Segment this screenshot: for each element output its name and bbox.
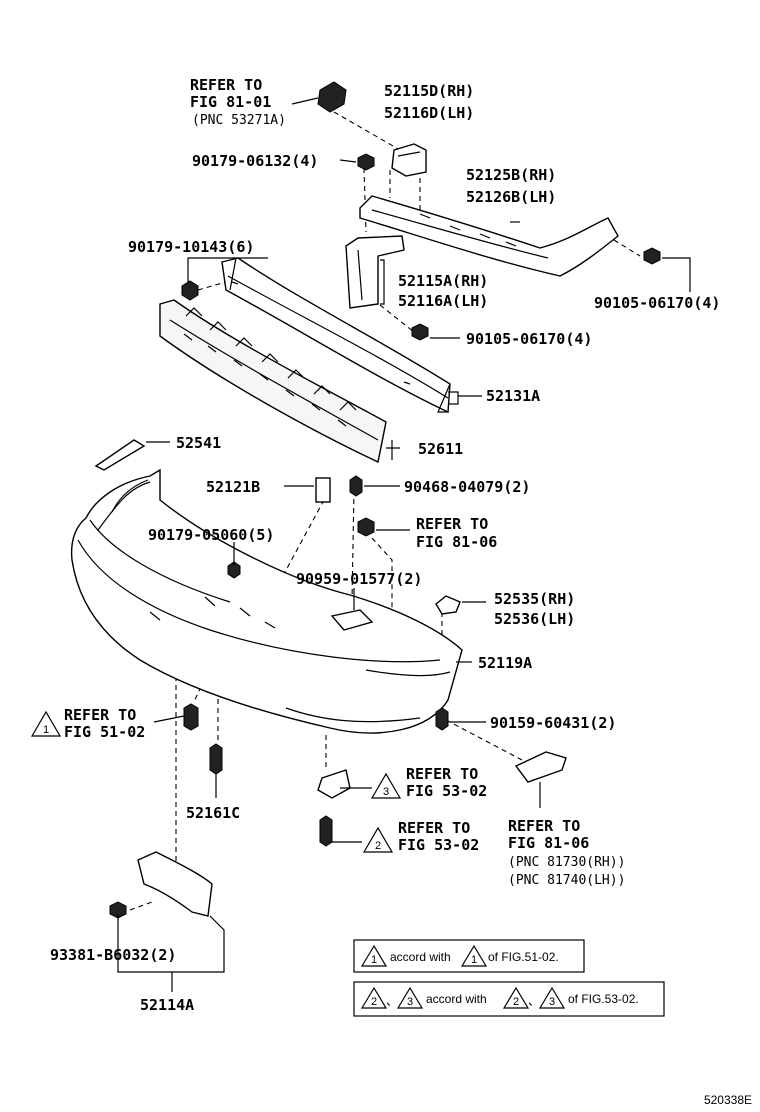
bumper-cover-52119A: [70, 468, 463, 734]
warning-triangles: 1 3 2: [30, 710, 402, 853]
label-52541: 52541: [176, 434, 221, 452]
label-52125B: 52125B(RH): [466, 166, 556, 184]
label-90468-04079: 90468-04079(2): [404, 478, 530, 496]
svg-text:1: 1: [471, 954, 477, 966]
label-90159-60431: 90159-60431(2): [490, 714, 616, 732]
label-90179-05060: 90179-05060(5): [148, 526, 274, 544]
refer-fig-81-06-lower-line2: FIG 81-06: [508, 834, 589, 852]
label-52536: 52536(LH): [494, 610, 575, 628]
bracket-bottom: [317, 769, 351, 799]
label-52115D: 52115D(RH): [384, 82, 474, 100]
svg-text:3: 3: [549, 996, 555, 1008]
svg-text:1: 1: [371, 954, 377, 966]
pnc-81730: (PNC 81730(RH)): [508, 855, 625, 870]
label-52611: 52611: [418, 440, 463, 458]
svg-text:、: 、: [386, 994, 398, 1008]
label-93381-B6032: 93381-B6032(2): [50, 946, 176, 964]
refer-fig-53-02-b-line2: FIG 53-02: [398, 836, 479, 854]
note-box-2: 2 、 3 accord with 2 、 3 of FIG.53-02.: [353, 981, 665, 1017]
part-labels: REFER TO FIG 81-01 (PNC 53271A) 52115D(R…: [50, 76, 720, 1014]
refer-fig-81-06-upper-line2: FIG 81-06: [416, 533, 497, 551]
triangle-3-icon: 3: [370, 772, 402, 799]
label-90179-10143: 90179-10143(6): [128, 238, 254, 256]
refer-fig-51-02-line2: FIG 51-02: [64, 723, 145, 741]
svg-text:2: 2: [513, 996, 519, 1008]
label-52116D: 52116D(LH): [384, 104, 474, 122]
refer-fig-81-01-line3: (PNC 53271A): [192, 113, 286, 128]
triangle-2-icon: 2: [362, 826, 394, 853]
svg-text:3: 3: [407, 996, 413, 1008]
svg-text:3: 3: [383, 786, 389, 798]
clip-52541: [94, 439, 146, 471]
svg-text:1: 1: [43, 724, 49, 736]
label-52126B: 52126B(LH): [466, 188, 556, 206]
triangle-1-icon: 1: [30, 710, 62, 737]
label-90959-01577: 90959-01577(2): [296, 570, 422, 588]
label-90179-06132: 90179-06132(4): [192, 152, 318, 170]
diagram-code: 520338E: [704, 1093, 752, 1107]
refer-fig-53-02-a-line1: REFER TO: [406, 765, 478, 783]
svg-text:2: 2: [375, 840, 381, 852]
clip-53271A: [317, 81, 347, 113]
refer-fig-51-02-line1: REFER TO: [64, 706, 136, 724]
refer-fig-81-06-upper-line1: REFER TO: [416, 515, 488, 533]
note1-text1: accord with: [390, 950, 451, 964]
retainer-52115A: [345, 235, 405, 309]
refer-fig-81-01-line1: REFER TO: [190, 76, 262, 94]
refer-fig-81-06-lower-line1: REFER TO: [508, 817, 580, 835]
pnc-81740: (PNC 81740(LH)): [508, 873, 625, 888]
retainer-52115D: [391, 143, 427, 177]
svg-text:2: 2: [371, 996, 377, 1008]
label-90105-06170-right: 90105-06170(4): [594, 294, 720, 312]
label-90105-06170-mid: 90105-06170(4): [466, 330, 592, 348]
label-52115A: 52115A(RH): [398, 272, 488, 290]
note2-text2: of FIG.53-02.: [568, 992, 639, 1006]
refer-fig-81-01-line2: FIG 81-01: [190, 93, 271, 111]
label-52114A: 52114A: [140, 996, 194, 1014]
label-52131A: 52131A: [486, 387, 540, 405]
label-52116A: 52116A(LH): [398, 292, 488, 310]
note2-text1: accord with: [426, 992, 487, 1006]
bracket-52121B: [315, 477, 331, 503]
retainer-52535: [435, 595, 461, 615]
fasteners: [109, 153, 661, 919]
nut-90959-01577: [330, 609, 374, 631]
absorber-52611: [159, 299, 387, 464]
support-52125B: [359, 195, 619, 277]
side-marker-reflector: [514, 751, 567, 783]
refer-fig-53-02-a-line2: FIG 53-02: [406, 782, 487, 800]
label-52119A: 52119A: [478, 654, 532, 672]
label-52535: 52535(RH): [494, 590, 575, 608]
solid-leaders: [117, 97, 691, 992]
svg-text:、: 、: [528, 994, 540, 1008]
label-52121B: 52121B: [206, 478, 260, 496]
reinforcement-52131A: [221, 257, 451, 414]
label-52161C: 52161C: [186, 804, 240, 822]
refer-fig-53-02-b-line1: REFER TO: [398, 819, 470, 837]
note-box-1: 1 accord with 1 of FIG.51-02.: [353, 939, 585, 973]
bracket-52114A: [137, 851, 213, 917]
note1-text2: of FIG.51-02.: [488, 950, 559, 964]
